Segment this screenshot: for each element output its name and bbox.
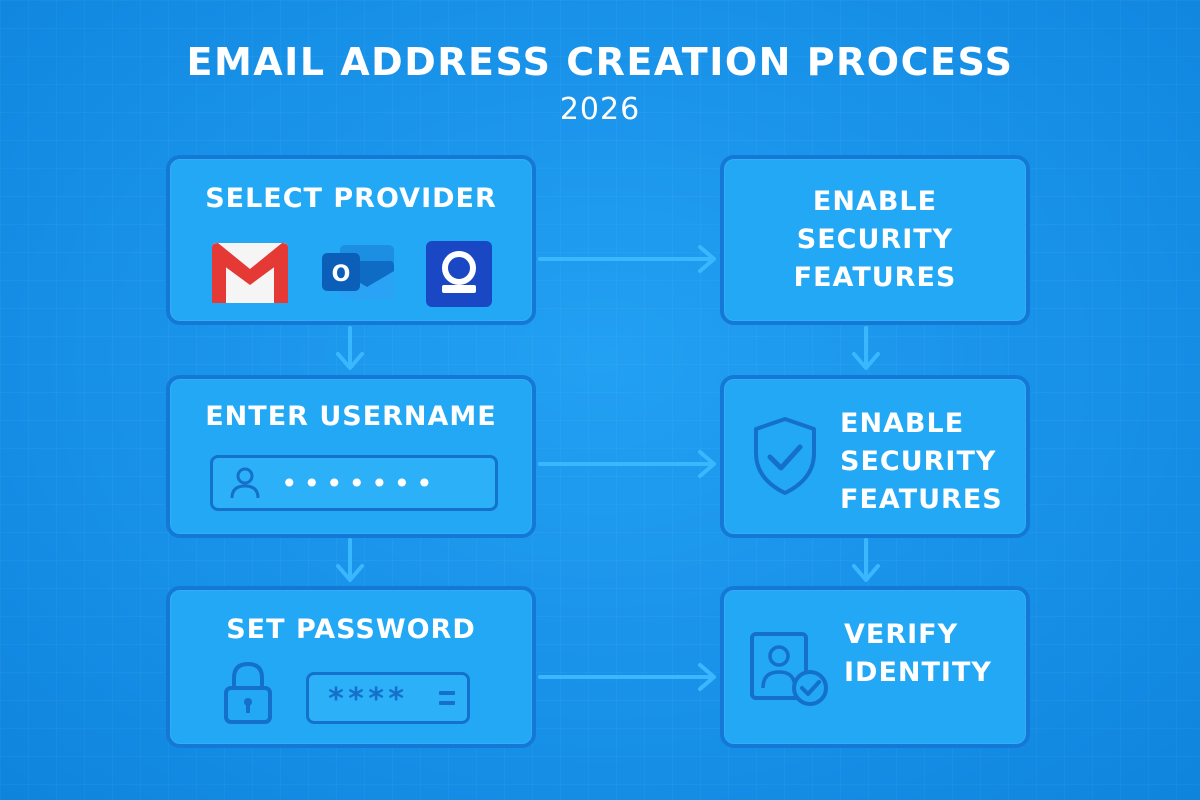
step-verify-identity-title: VERIFY IDENTITY bbox=[844, 616, 992, 692]
outlook-glyph: O bbox=[332, 262, 351, 287]
diagram-subtitle: 2026 bbox=[559, 92, 641, 127]
step-enter-username-title: ENTER USERNAME bbox=[205, 401, 497, 432]
step-enable-security-top-line-3: FEATURES bbox=[793, 262, 957, 293]
username-field[interactable]: ••••••• bbox=[210, 455, 498, 511]
step-enable-security-top: ENABLE SECURITY FEATURES bbox=[720, 155, 1030, 325]
user-icon bbox=[230, 467, 260, 499]
password-field[interactable]: **** bbox=[306, 672, 470, 724]
arrow-provider-to-username bbox=[336, 326, 364, 370]
mail-provider-icon bbox=[426, 241, 492, 307]
arrow-username-to-password bbox=[336, 538, 364, 582]
gmail-icon bbox=[212, 243, 288, 303]
step-set-password: SET PASSWORD **** bbox=[166, 586, 536, 748]
step-enable-security-mid-title: ENABLE SECURITY FEATURES bbox=[840, 405, 1003, 519]
step-select-provider-title: SELECT PROVIDER bbox=[205, 183, 497, 214]
step-verify-identity-line-1: VERIFY bbox=[844, 619, 959, 650]
step-enable-security-top-line-2: SECURITY bbox=[796, 224, 954, 255]
step-enable-security-mid: ENABLE SECURITY FEATURES bbox=[720, 375, 1030, 538]
diagram-title: EMAIL ADDRESS CREATION PROCESS bbox=[186, 40, 1014, 84]
id-verify-icon bbox=[750, 632, 828, 706]
step-enter-username: ENTER USERNAME ••••••• bbox=[166, 375, 536, 538]
step-enable-security-top-title: ENABLE SECURITY FEATURES bbox=[724, 183, 1026, 297]
password-field-bars-icon bbox=[439, 691, 455, 705]
step-enable-security-mid-line-2: SECURITY bbox=[840, 446, 997, 477]
arrow-password-to-verify bbox=[538, 663, 716, 691]
outlook-icon: O bbox=[322, 245, 394, 299]
step-enable-security-mid-line-1: ENABLE bbox=[840, 408, 965, 439]
arrow-provider-to-security bbox=[538, 245, 716, 273]
step-verify-identity-line-2: IDENTITY bbox=[844, 657, 992, 688]
shield-check-icon bbox=[754, 417, 816, 495]
padlock-icon bbox=[224, 661, 272, 724]
step-enable-security-top-line-1: ENABLE bbox=[812, 186, 938, 217]
username-dots: ••••••• bbox=[281, 467, 439, 500]
step-enable-security-mid-line-3: FEATURES bbox=[840, 484, 1003, 515]
arrow-security-top-to-mid bbox=[852, 326, 880, 370]
step-select-provider: SELECT PROVIDER O bbox=[166, 155, 536, 325]
password-stars: **** bbox=[327, 682, 408, 717]
step-verify-identity: VERIFY IDENTITY bbox=[720, 586, 1030, 748]
step-set-password-title: SET PASSWORD bbox=[226, 614, 476, 645]
arrow-security-mid-to-verify bbox=[852, 538, 880, 582]
arrow-username-to-security bbox=[538, 450, 716, 478]
